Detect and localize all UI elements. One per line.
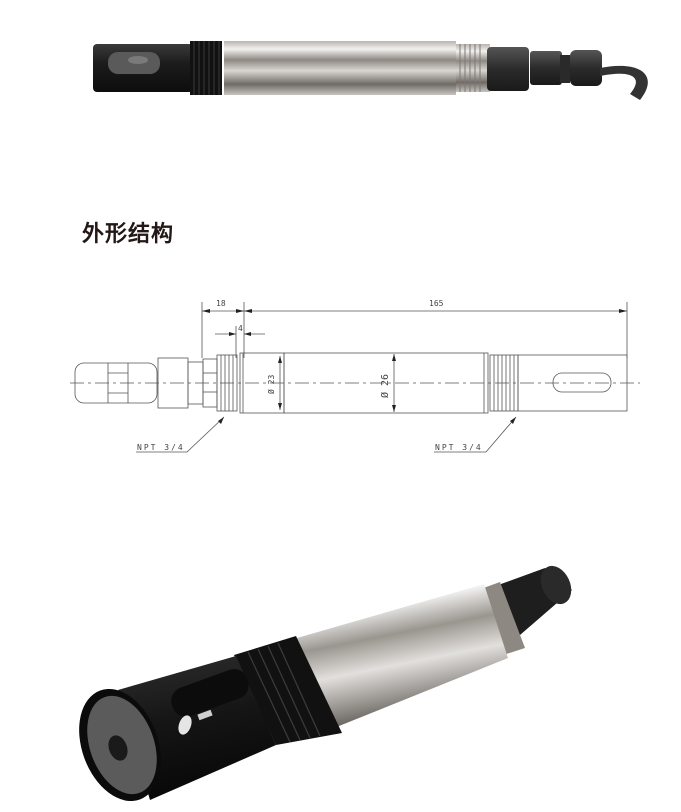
dim-18-label: 18 xyxy=(216,299,226,308)
product-photo-top xyxy=(0,0,681,190)
dim-diameter-23-label: Ø 23 xyxy=(266,375,276,394)
thread-label-left: NPT 3/4 xyxy=(137,443,185,452)
dim-165-label: 165 xyxy=(429,299,444,308)
technical-drawing-svg: 18 165 4 Ø 23 Ø 26 NPT 3/4 NPT 3/4 xyxy=(70,299,640,453)
sensor-probe-perspective-image xyxy=(79,565,572,802)
dim-diameter-26-label: Ø 26 xyxy=(379,374,391,398)
product-photo-bottom xyxy=(0,540,681,808)
section-heading: 外形结构 xyxy=(82,222,175,247)
dimension-drawing: 18 165 4 Ø 23 Ø 26 NPT 3/4 NPT 3/4 xyxy=(0,280,681,480)
thread-label-right: NPT 3/4 xyxy=(435,443,483,452)
dim-4-label: 4 xyxy=(238,324,243,333)
sensor-probe-side-image xyxy=(93,41,648,100)
